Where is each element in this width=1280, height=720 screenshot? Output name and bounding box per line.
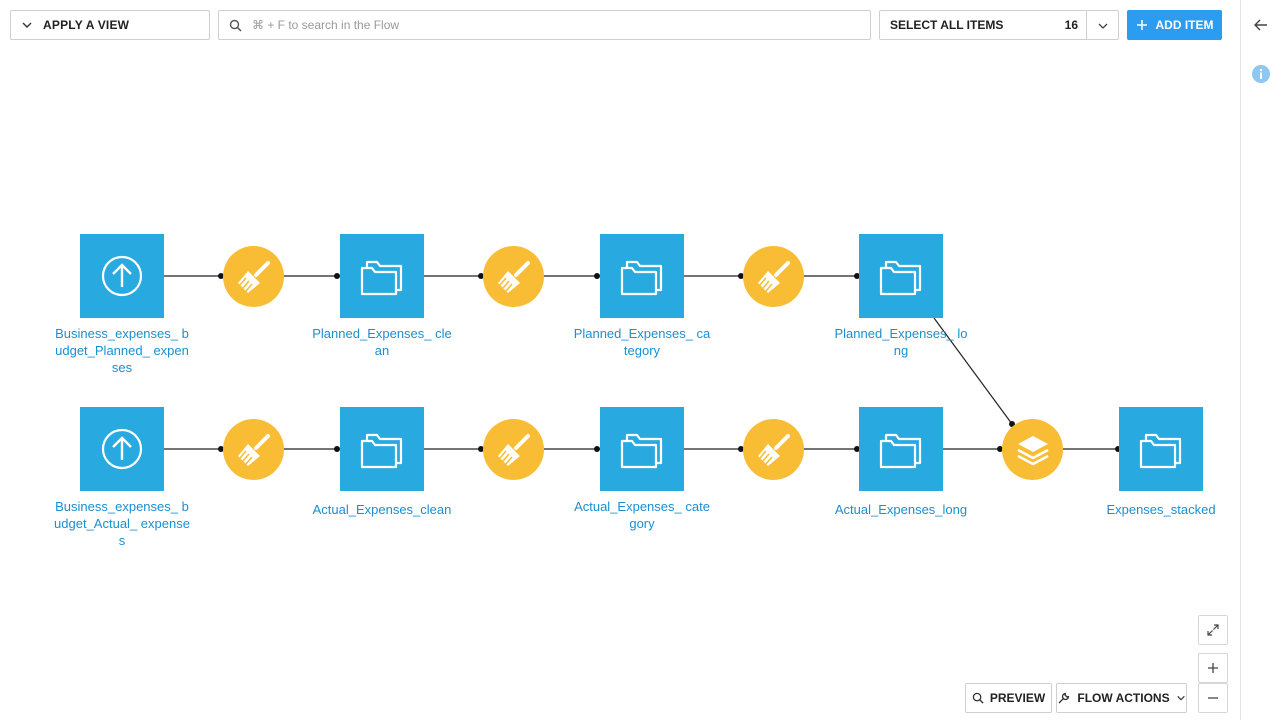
- info-icon[interactable]: [1251, 64, 1271, 84]
- dataset-label[interactable]: Planned_Expenses_ long: [834, 326, 968, 358]
- chevron-down-icon: [22, 22, 32, 28]
- dataset-label[interactable]: Actual_Expenses_ category: [574, 499, 710, 531]
- dataset-node-planned-expenses-long[interactable]: [859, 234, 943, 318]
- wrench-icon: [1058, 692, 1070, 704]
- dataset-node-planned-expenses-clean[interactable]: [340, 234, 424, 318]
- add-item-label: ADD ITEM: [1155, 18, 1214, 32]
- add-item-button[interactable]: ADD ITEM: [1127, 10, 1222, 40]
- upload-icon: [101, 428, 143, 470]
- upload-icon: [101, 255, 143, 297]
- minus-icon: [1208, 697, 1218, 699]
- broom-icon: [757, 433, 790, 466]
- dataset-node-actual-expenses-clean[interactable]: [340, 407, 424, 491]
- folder-icon: [1139, 433, 1182, 469]
- broom-icon: [497, 433, 530, 466]
- flow-search-input[interactable]: [250, 17, 834, 33]
- folder-icon: [620, 433, 663, 469]
- arrow-left-icon[interactable]: [1253, 17, 1269, 33]
- zoom-out-button[interactable]: [1198, 683, 1228, 713]
- folder-icon: [360, 260, 403, 296]
- broom-icon: [757, 260, 790, 293]
- preview-label: PREVIEW: [989, 691, 1046, 705]
- flow-actions-button[interactable]: FLOW ACTIONS: [1056, 683, 1187, 713]
- broom-icon: [237, 260, 270, 293]
- preview-button[interactable]: PREVIEW: [965, 683, 1052, 713]
- apply-view-dropdown[interactable]: APPLY A VIEW: [10, 10, 210, 40]
- dataset-label[interactable]: Planned_Expenses_ clean: [312, 326, 452, 358]
- search-icon: [972, 692, 984, 704]
- folder-icon: [360, 433, 403, 469]
- dataset-node-planned-expenses-category[interactable]: [600, 234, 684, 318]
- dataset-node-business-expenses-planned[interactable]: [80, 234, 164, 318]
- prepare-recipe-node[interactable]: [223, 419, 284, 480]
- fit-to-screen-button[interactable]: [1198, 615, 1228, 645]
- item-count: 16: [1064, 18, 1078, 32]
- divider: [1086, 11, 1087, 39]
- apply-view-label: APPLY A VIEW: [43, 18, 130, 32]
- prepare-recipe-node[interactable]: [743, 246, 804, 307]
- right-panel-rail: [1240, 0, 1280, 720]
- chevron-down-icon: [1176, 695, 1185, 701]
- prepare-recipe-node[interactable]: [743, 419, 804, 480]
- plus-icon: [1208, 663, 1218, 673]
- prepare-recipe-node[interactable]: [223, 246, 284, 307]
- stack-recipe-node[interactable]: [1002, 419, 1063, 480]
- dataset-label[interactable]: Planned_Expenses_ category: [573, 326, 711, 358]
- select-all-label: SELECT ALL ITEMS: [890, 18, 1004, 32]
- search-icon: [229, 19, 242, 32]
- broom-icon: [497, 260, 530, 293]
- folder-icon: [879, 260, 922, 296]
- dataset-label[interactable]: Actual_Expenses_clean: [312, 502, 452, 517]
- stack-icon: [1016, 435, 1049, 465]
- chevron-down-icon[interactable]: [1097, 20, 1109, 32]
- dataset-label[interactable]: Business_expenses_ budget_Planned_ expen…: [55, 326, 189, 375]
- flow-canvas[interactable]: Business_expenses_ budget_Planned_ expen…: [0, 0, 1240, 720]
- folder-icon: [620, 260, 663, 296]
- prepare-recipe-node[interactable]: [483, 419, 544, 480]
- dataset-node-expenses-stacked[interactable]: [1119, 407, 1203, 491]
- dataset-node-actual-expenses-long[interactable]: [859, 407, 943, 491]
- select-all-items[interactable]: SELECT ALL ITEMS 16: [879, 10, 1119, 40]
- zoom-in-button[interactable]: [1198, 653, 1228, 683]
- flow-actions-label: FLOW ACTIONS: [1077, 691, 1170, 705]
- plus-icon: [1136, 20, 1147, 30]
- dataset-label[interactable]: Expenses_stacked: [1106, 502, 1216, 517]
- broom-icon: [237, 433, 270, 466]
- prepare-recipe-node[interactable]: [483, 246, 544, 307]
- expand-icon: [1207, 624, 1219, 636]
- dataset-label[interactable]: Business_expenses_ budget_Actual_ expens…: [54, 499, 190, 548]
- dataset-label[interactable]: Actual_Expenses_long: [834, 502, 968, 517]
- dataset-node-actual-expenses-category[interactable]: [600, 407, 684, 491]
- folder-icon: [879, 433, 922, 469]
- dataset-node-business-expenses-actual[interactable]: [80, 407, 164, 491]
- flow-search-box[interactable]: [218, 10, 871, 40]
